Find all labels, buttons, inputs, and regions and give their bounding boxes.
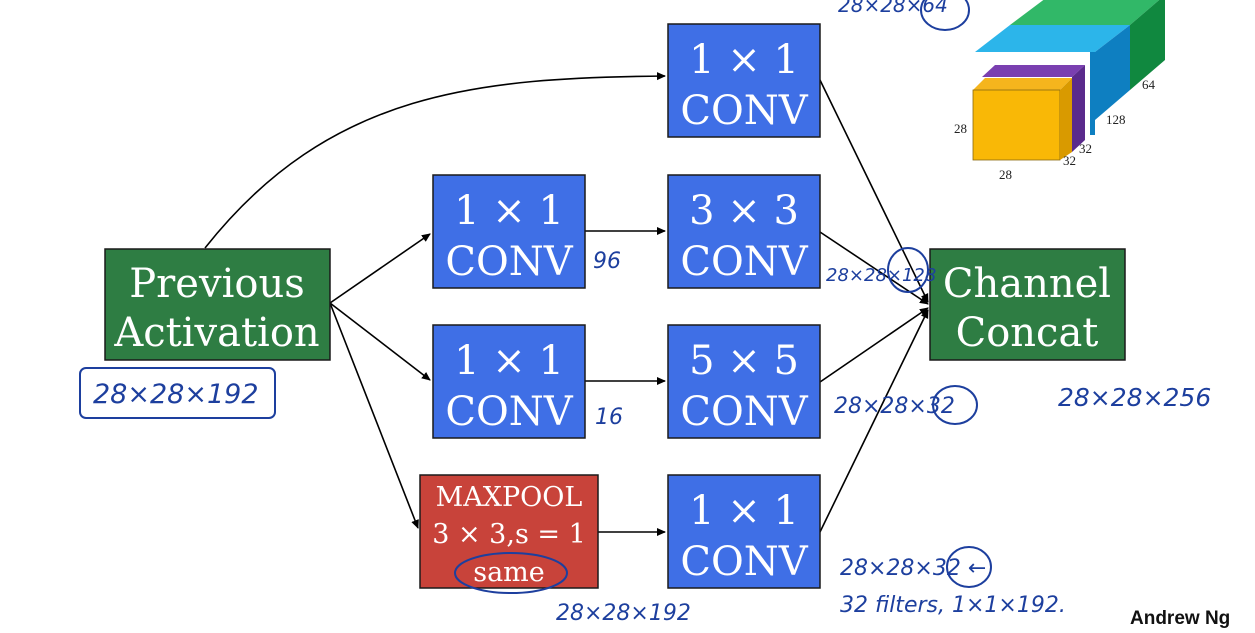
cube-label-32-front: 32 — [1063, 153, 1076, 168]
same-circle-mark — [454, 552, 568, 594]
arrow-prev-to-1x1-b — [329, 302, 431, 381]
channels-16-note: 16 — [595, 405, 623, 430]
cube-label-128: 128 — [1106, 112, 1126, 127]
arrow-prev-to-top-conv — [204, 72, 666, 249]
conv-1x1-a-line1: 1 × 1 — [454, 188, 564, 234]
arrow-prev-to-1x1-a — [329, 233, 431, 304]
conv-1x1-top-line2: CONV — [680, 88, 808, 134]
conv-1x1-top-box: 1 × 1 CONV — [667, 23, 821, 138]
channel-concat-box: Channel Concat — [929, 248, 1126, 361]
pool-out-note: 28×28×192 — [556, 601, 691, 626]
conv-1x1-a-box: 1 × 1 CONV — [432, 174, 586, 289]
channels-96-note: 96 — [593, 249, 621, 274]
input-dims-box-mark — [79, 367, 276, 419]
conv-3x3-line2: CONV — [680, 239, 808, 285]
conv-1x1-b-line2: CONV — [445, 389, 573, 435]
maxpool-box: MAXPOOL 3 × 3,s = 1 same — [419, 474, 599, 594]
conv-5x5-box: 5 × 5 CONV — [667, 324, 821, 439]
maxpool-line3: same — [473, 557, 545, 588]
output-volume-cube: 64 128 32 32 28 28 — [954, 0, 1165, 182]
out-pool-conv-note: 28×28×32 ← — [840, 556, 986, 581]
conv-1x1-bottom-line2: CONV — [680, 539, 808, 585]
channel-concat-line2: Concat — [956, 310, 1099, 356]
arrow-top-conv-to-concat — [819, 79, 929, 303]
conv-3x3-line1: 3 × 3 — [689, 188, 799, 234]
conv-1x1-b-box: 1 × 1 CONV — [432, 324, 586, 439]
out-top-note: 28×28×64 — [838, 0, 948, 17]
arrow-prev-to-maxpool — [329, 302, 419, 529]
conv-5x5-line1: 5 × 5 — [689, 338, 799, 384]
concat-out-note: 28×28×256 — [1058, 383, 1211, 412]
arrow-5x5-to-concat — [819, 307, 929, 383]
conv-1x1-b-line1: 1 × 1 — [454, 338, 564, 384]
conv-1x1-bottom-box: 1 × 1 CONV — [667, 474, 821, 589]
maxpool-line2: 3 × 3,s = 1 — [432, 519, 586, 550]
connectors — [204, 72, 929, 536]
conv-1x1-bottom-line1: 1 × 1 — [689, 488, 799, 534]
out-3x3-note: 28×28×128 — [826, 265, 936, 286]
conv-1x1-top-line1: 1 × 1 — [689, 37, 799, 83]
cube-label-32-purple: 32 — [1079, 141, 1092, 156]
out-pool-conv-circle-mark — [946, 546, 992, 588]
arrow-bottom-conv-to-concat — [819, 309, 929, 533]
channel-concat-line1: Channel — [943, 261, 1111, 307]
handwritten-annotations: 28×28×192 96 16 28×28×64 28×28×128 28×28… — [79, 0, 1211, 626]
cube-label-28-height: 28 — [954, 121, 967, 136]
input-dims-note: 28×28×192 — [93, 379, 259, 410]
out-3x3-circle-mark — [887, 247, 929, 293]
conv-1x1-a-line2: CONV — [445, 239, 573, 285]
previous-activation-line1: Previous — [129, 261, 304, 307]
filters-note: 32 filters, 1×1×192. — [840, 593, 1066, 618]
conv-5x5-line2: CONV — [680, 389, 808, 435]
author-credit: Andrew Ng — [1130, 608, 1230, 629]
maxpool-line1: MAXPOOL — [436, 482, 583, 513]
out-top-circle-mark — [920, 0, 970, 31]
cube-label-64: 64 — [1142, 77, 1156, 92]
previous-activation-line2: Activation — [113, 310, 319, 356]
previous-activation-box: Previous Activation — [104, 248, 331, 361]
out-5x5-circle-mark — [932, 385, 978, 425]
conv-3x3-box: 3 × 3 CONV — [667, 174, 821, 289]
cube-label-28-width: 28 — [999, 167, 1012, 182]
